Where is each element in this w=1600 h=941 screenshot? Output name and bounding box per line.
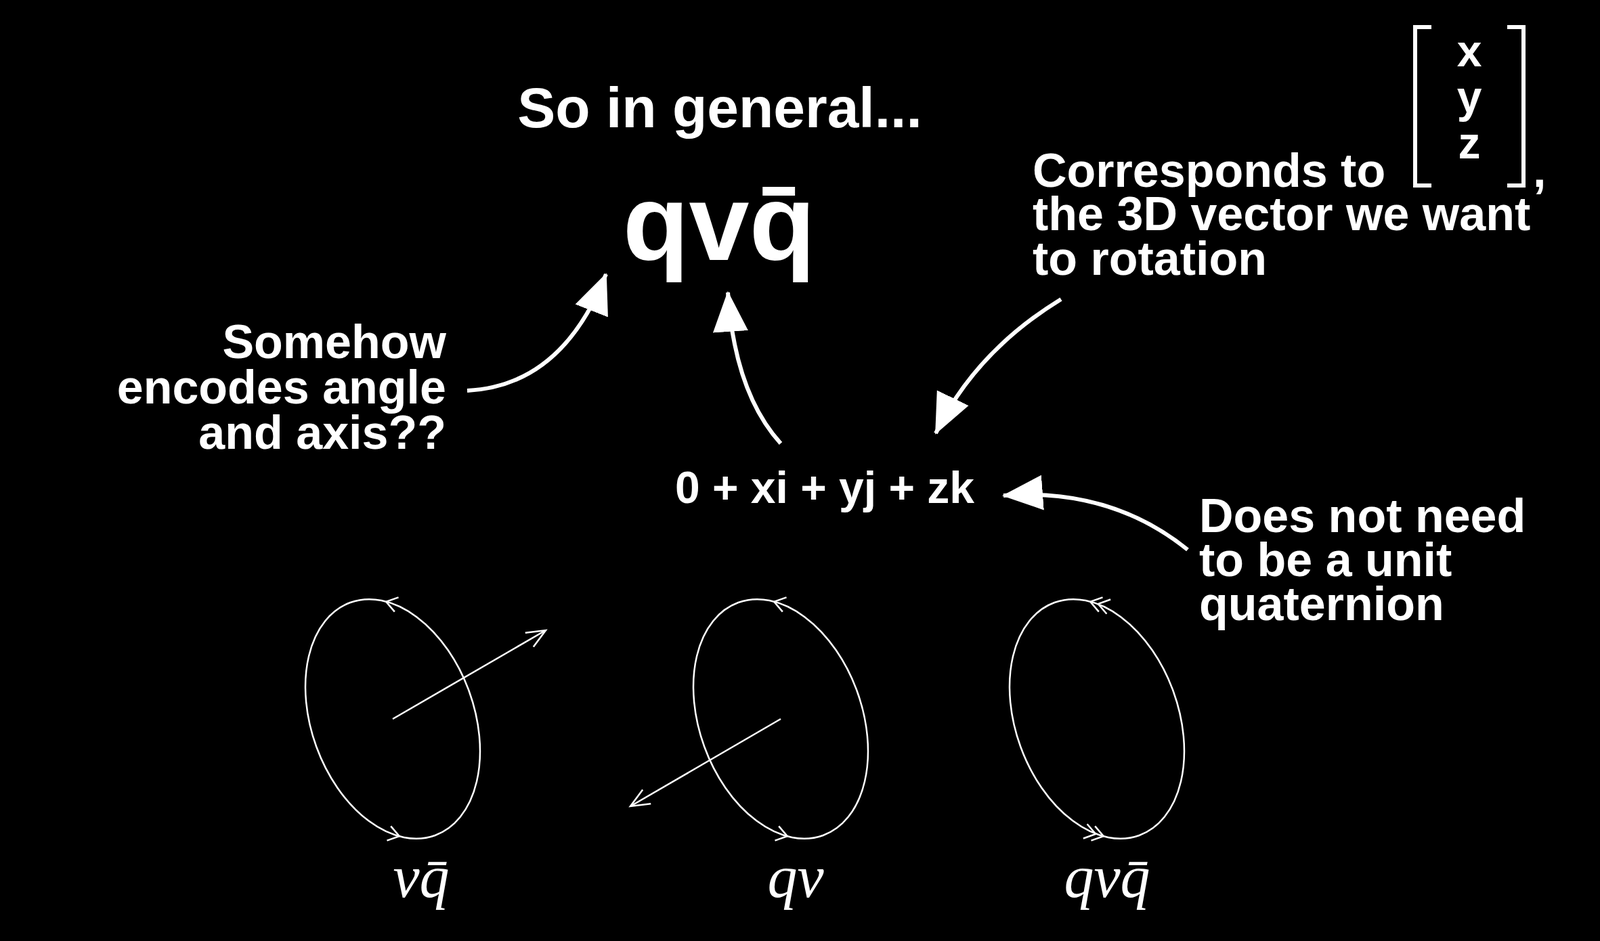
double-chevron [1083,824,1106,843]
matrix-bracket [1415,27,1432,186]
double-chevron [1088,594,1111,614]
callout-arrow [1003,494,1188,550]
quaternion-expression: 0 + xi + yj + zk [675,465,975,510]
note: the 3D vector we want to rotation [1032,191,1561,281]
formula: qvq̄ [622,168,816,277]
figure-caption: qvq̄ [1063,847,1150,908]
direction-chevron [383,594,399,612]
vector-arrow [392,630,546,720]
note: Does not need to be a unit quaternion [1199,494,1552,627]
rotation-ellipse [978,574,1217,864]
direction-chevron [771,594,787,612]
direction-chevron [386,826,401,843]
callout-arrow [935,299,1062,434]
direction-chevron [774,826,789,843]
figure-caption: vq̄ [392,847,449,908]
figure-caption: qv [767,847,824,908]
matrix-bracket [1507,27,1524,186]
note: Somehow encodes angle and axis?? [94,319,447,456]
vector-component: x [1457,28,1483,74]
punctuation: , [1532,146,1546,195]
ellipse-outline [978,574,1217,864]
vector-component: y [1457,74,1483,120]
heading: So in general... [517,79,922,137]
vector-arrow [630,719,781,807]
note: Corresponds to [1032,146,1386,195]
callout-arrow [467,274,607,391]
callout-arrow [727,292,781,444]
vector-component: z [1458,120,1481,166]
